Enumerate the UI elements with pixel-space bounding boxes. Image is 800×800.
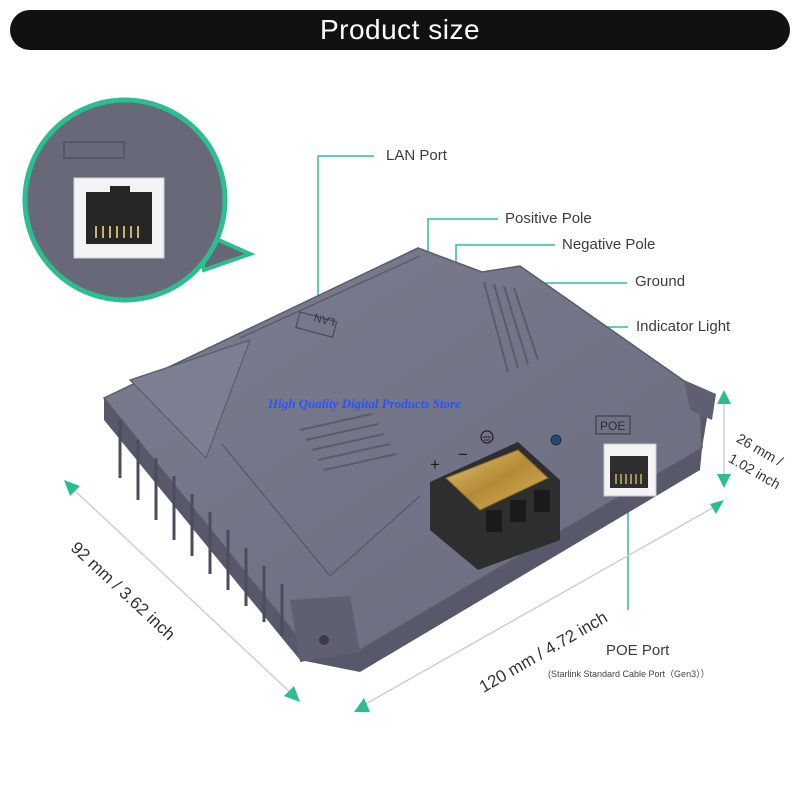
poe-port-label: POE Port: [606, 642, 670, 659]
height-arrow-bottom: [717, 474, 731, 488]
terminal-cover: [445, 449, 549, 511]
terminal-screws: [486, 490, 550, 532]
length-arrow-start: [354, 698, 370, 712]
poe-pins: [615, 474, 642, 484]
banner-title: Product size: [319, 14, 481, 45]
top-panel-lines: [221, 255, 421, 577]
device-side: [104, 392, 710, 672]
poe-plate-text: POE: [600, 419, 625, 433]
ground-label: Ground: [635, 273, 686, 290]
device: LAN POE + −: [102, 247, 716, 672]
dimension-arrowheads: [64, 390, 731, 712]
width-arrow-end: [284, 686, 300, 702]
lan-plate: [295, 311, 338, 339]
plus-sign: +: [430, 455, 440, 474]
positive-pole-label: Positive Pole: [505, 210, 592, 227]
length-line: [361, 505, 717, 707]
width-line: [71, 487, 293, 695]
length-arrow-end: [710, 500, 724, 514]
lan-zoom-inset: [22, 97, 256, 303]
vent-grooves: [299, 281, 539, 471]
top-ridge: [128, 339, 252, 460]
zoom-lan-plate: [63, 141, 125, 159]
mount-hole-left: [319, 635, 329, 645]
zoom-lan-pins: [95, 226, 139, 238]
indicator-led: [550, 434, 562, 446]
product-size-banner: Product size: [10, 10, 790, 50]
poe-plate: [595, 415, 631, 435]
lan-leader: [317, 155, 374, 306]
width-arrow-start: [64, 480, 80, 496]
zoom-lan-clip: [110, 186, 130, 194]
height-arrow-top: [717, 390, 731, 404]
mount-tab-right: [684, 380, 716, 420]
dimension-lines: [71, 400, 725, 707]
poe-port-note: (Starlink Standard Cable Port（Gen3））: [548, 669, 710, 679]
minus-sign: −: [458, 445, 468, 464]
ground-icon: [480, 430, 494, 444]
indicator-light-label: Indicator Light: [636, 318, 731, 335]
store-watermark: High Quality Digital Products Store: [268, 396, 461, 411]
mount-tab-left: [290, 596, 360, 662]
negative-pole-label: Negative Pole: [562, 236, 656, 253]
lan-plate-text: LAN: [313, 311, 337, 328]
side-fins: [118, 420, 284, 636]
lan-port-label: LAN Port: [386, 147, 447, 164]
